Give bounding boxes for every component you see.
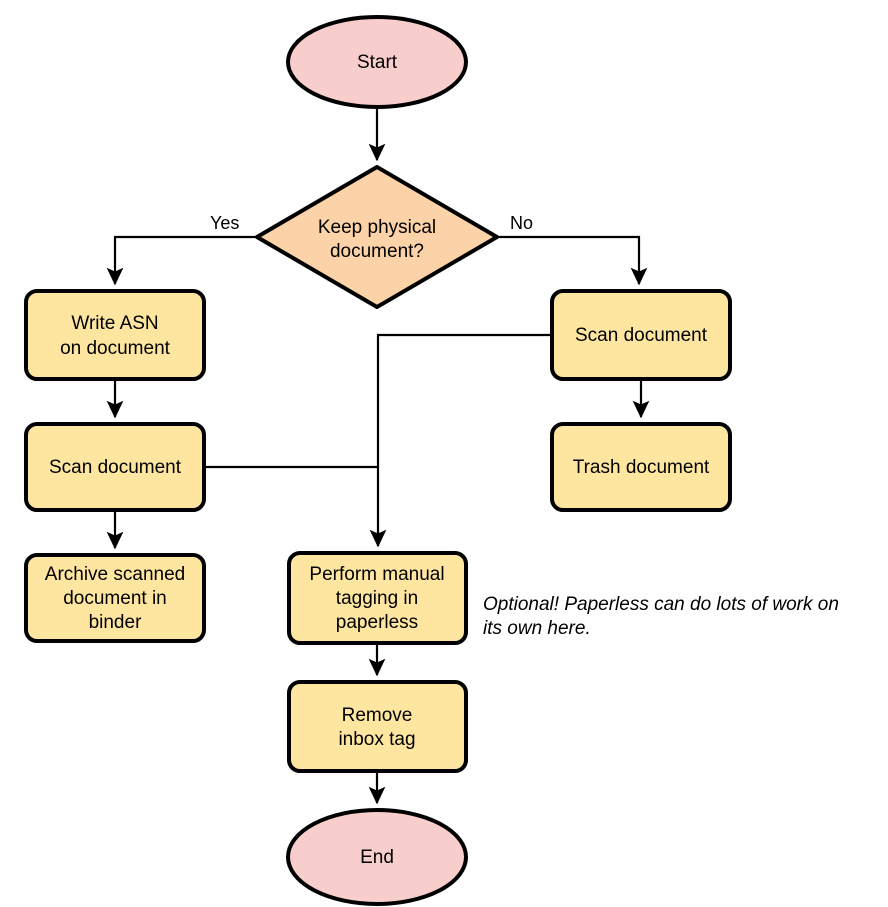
- node-scan-document-left[interactable]: Scan document: [24, 422, 206, 512]
- node-end[interactable]: End: [286, 808, 468, 906]
- trash-document-label: Trash document: [573, 457, 710, 478]
- edge-decision-yes-write-asn: [106, 235, 257, 286]
- node-scan-document-right[interactable]: Scan document: [550, 289, 732, 381]
- edge-label-yes: Yes: [210, 213, 239, 233]
- scan-document-left-box[interactable]: [24, 422, 206, 512]
- node-start[interactable]: Start: [286, 15, 468, 109]
- decision-label-line1: Keep physical: [318, 217, 436, 238]
- archive-box[interactable]: [24, 553, 206, 643]
- start-ellipse[interactable]: [286, 15, 468, 109]
- remove-inbox-tag-box[interactable]: [287, 680, 468, 773]
- node-write-asn[interactable]: Write ASN on document: [24, 289, 206, 381]
- optional-note-line2: its own here.: [483, 618, 591, 639]
- trash-document-box[interactable]: [550, 422, 732, 512]
- write-asn-box[interactable]: [24, 289, 206, 381]
- node-layer: Start Keep physical document? Write ASN …: [24, 15, 732, 906]
- scan-document-left-label: Scan document: [49, 457, 182, 478]
- end-label: End: [360, 847, 394, 868]
- node-remove-inbox-tag[interactable]: Remove inbox tag: [287, 680, 468, 773]
- decision-diamond[interactable]: [255, 165, 499, 309]
- edge-layer: [106, 107, 650, 805]
- edge-label-no: No: [510, 213, 533, 233]
- edge-label-layer: Yes No: [210, 213, 533, 233]
- remove-inbox-tag-label-line2: inbox tag: [338, 729, 415, 750]
- scan-document-right-box[interactable]: [550, 289, 732, 381]
- archive-label-line1: Archive scanned: [45, 564, 185, 585]
- remove-inbox-tag-label-line1: Remove: [342, 705, 413, 726]
- tagging-box[interactable]: [287, 551, 468, 645]
- tagging-label-line1: Perform manual: [309, 564, 444, 585]
- node-trash-document[interactable]: Trash document: [550, 422, 732, 512]
- tagging-label-line3: paperless: [336, 612, 418, 633]
- scan-document-right-label: Scan document: [575, 325, 708, 346]
- decision-label-line2: document?: [330, 241, 424, 262]
- end-ellipse[interactable]: [286, 808, 468, 906]
- optional-note-line1: Optional! Paperless can do lots of work …: [483, 594, 839, 615]
- archive-label-line3: binder: [89, 612, 142, 633]
- write-asn-label-line1: Write ASN: [71, 313, 158, 334]
- write-asn-label-line2: on document: [60, 338, 171, 359]
- node-decision-keep-physical-document[interactable]: Keep physical document?: [255, 165, 499, 309]
- archive-label-line2: document in: [63, 588, 167, 609]
- node-perform-manual-tagging[interactable]: Perform manual tagging in paperless: [287, 551, 468, 645]
- edge-scan-right-to-tagging: [369, 333, 552, 548]
- edge-decision-no-scan-right: [497, 235, 648, 286]
- node-archive-scanned-document[interactable]: Archive scanned document in binder: [24, 553, 206, 643]
- start-label: Start: [357, 52, 398, 73]
- annotation-layer: Optional! Paperless can do lots of work …: [483, 594, 839, 639]
- tagging-label-line2: tagging in: [336, 588, 418, 609]
